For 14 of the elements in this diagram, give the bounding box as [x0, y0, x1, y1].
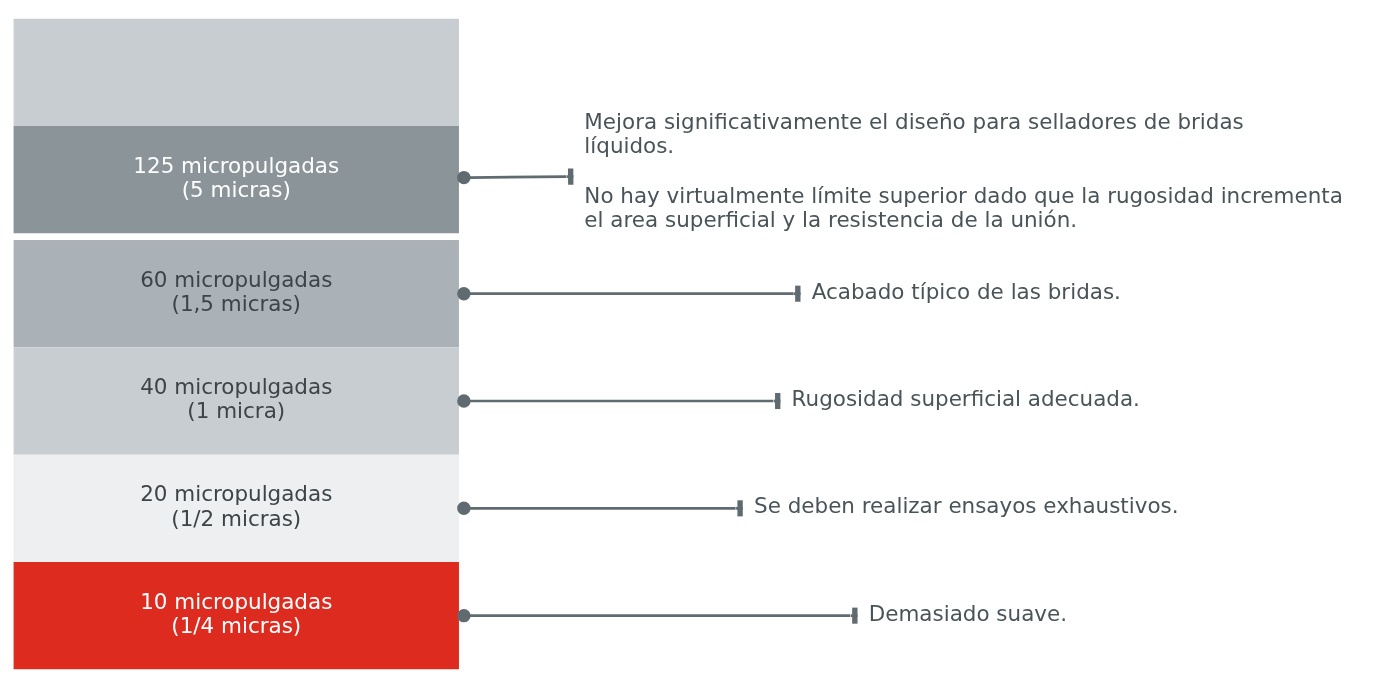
node-box: 60 micropulgadas (1,5 micras) — [13, 240, 459, 348]
node-text: Mejora significativamente el diseño para selladores de bridas líquidos. No hay virtualmente límite superior dado que la rugosidad incrementa el area superficial y la resistencia de la unión. — [584, 109, 1343, 233]
node-text: Se deben realizar ensayos exhaustivos. — [754, 493, 1179, 519]
node-text: Acabado típico de las bridas. — [811, 278, 1121, 304]
node-text: Demasiado suave. — [868, 600, 1068, 626]
node-box: 10 micropulgadas (1/4 micras) — [13, 562, 459, 670]
connector — [457, 500, 743, 517]
node-box — [13, 18, 459, 126]
connector — [457, 285, 801, 302]
node-text: Rugosidad superficial adecuada. — [791, 386, 1140, 412]
node-box: 40 micropulgadas (1 micra) — [13, 347, 459, 455]
node-box: 125 micropulgadas (5 micras) — [13, 126, 459, 234]
node-box: 20 micropulgadas (1/2 micras) — [13, 454, 459, 562]
connector — [457, 607, 858, 624]
